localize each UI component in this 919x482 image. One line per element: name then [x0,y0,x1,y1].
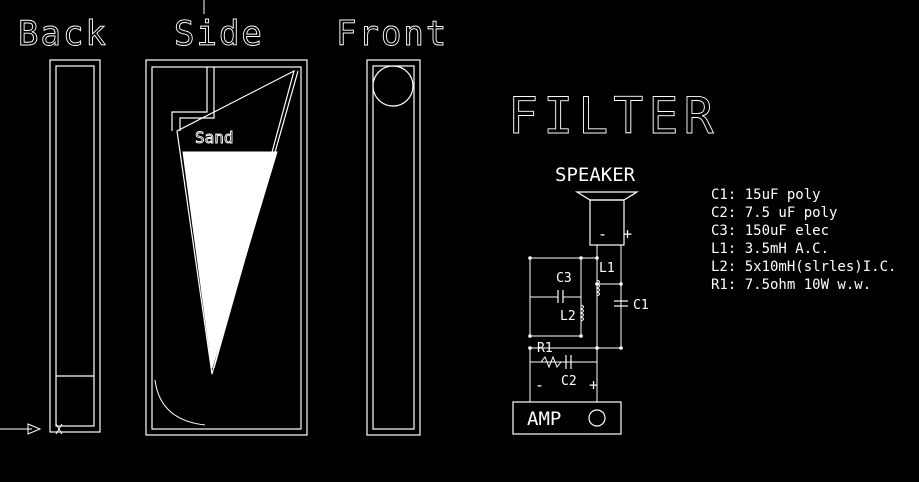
back-outer-panel [49,59,101,433]
side-vent-channel-right [179,67,215,131]
speaker-plus-sign: + [623,225,632,243]
side-vent-channel-left [171,67,208,131]
front-inner-panel [372,65,415,430]
parts-list-item: C2: 7.5 uF poly [711,205,837,221]
parts-list-item: L2: 5x10mH(slrles)I.C. [711,259,896,275]
c3-label: C3 [556,271,572,286]
r1-resistor [540,355,566,369]
parts-list-item: L1: 3.5mH A.C. [711,241,829,257]
crossover-schematic: SPEAKER - + C3 L1 [512,164,649,435]
speaker-label: SPEAKER [555,164,636,186]
back-view [0,59,101,435]
side-inner-panel [151,66,302,430]
amp-knob-icon [588,409,606,427]
parts-list-item: C1: 15uF poly [711,187,821,203]
front-view [366,59,421,436]
back-inner-panel [55,65,95,427]
l1-label: L1 [599,261,615,276]
front-outer-panel [366,59,421,436]
front-driver-circle [372,65,414,107]
back-arrow-head [27,423,42,435]
r1-label: R1 [537,341,553,356]
c2-label: C2 [561,374,577,389]
amp-label: AMP [527,408,561,430]
c1-label: C1 [633,298,649,313]
parts-list: C1: 15uF poly C2: 7.5 uF poly C3: 150uF … [711,187,896,293]
parts-list-item: R1: 7.5ohm 10W w.w. [711,277,871,293]
l2-coil [579,304,584,322]
filter-title: FILTER [508,87,719,145]
back-arrow-mark-2 [55,423,63,435]
side-view: Sand [145,59,308,436]
speaker-cone [574,191,640,201]
l1-coil [595,279,600,297]
l2-label: L2 [560,309,576,324]
junction-dots [528,256,623,350]
speaker-minus-sign: - [598,225,607,243]
amp-box [512,401,622,435]
front-view-title: Front [336,14,448,54]
side-sand-fill [182,151,278,369]
parts-list-item: C3: 150uF elec [711,223,829,239]
back-view-title: Back [18,14,108,54]
side-sand-label: Sand [195,128,234,147]
amp-minus-sign: - [535,376,544,394]
amp-plus-sign: + [589,376,598,394]
speaker-magnet [589,199,625,246]
side-view-title: Side [174,14,264,54]
side-bottom-curve [154,379,206,426]
side-outer-panel [145,59,308,436]
